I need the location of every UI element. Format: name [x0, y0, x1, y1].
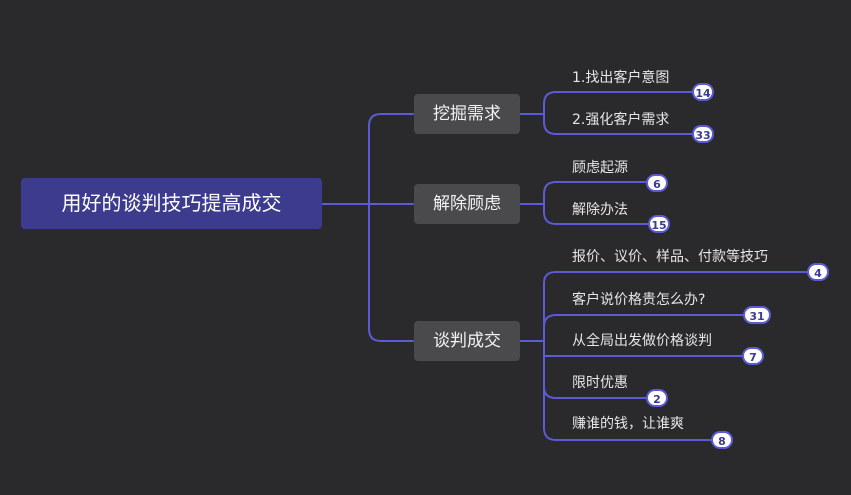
- subtopic-label[interactable]: 客户说价格贵怎么办?: [572, 292, 706, 308]
- count-badge[interactable]: 14: [692, 83, 714, 101]
- branch-topic-dig-needs[interactable]: 挖掘需求: [414, 94, 520, 134]
- subtopic-label[interactable]: 2.强化客户需求: [572, 112, 670, 128]
- connector-b3-c1: [543, 271, 819, 342]
- connector-b3-c5: [543, 340, 723, 441]
- connector-b1-c2: [543, 113, 706, 135]
- branch-topic-close-deal[interactable]: 谈判成交: [414, 321, 520, 361]
- connector-trunk: [368, 113, 414, 342]
- count-badge[interactable]: 4: [807, 263, 829, 281]
- count-badge[interactable]: 6: [646, 174, 668, 192]
- count-badge[interactable]: 8: [711, 431, 733, 449]
- count-badge[interactable]: 2: [646, 389, 668, 407]
- branch-topic-resolve-concerns[interactable]: 解除顾虑: [414, 184, 520, 224]
- subtopic-label[interactable]: 限时优惠: [572, 375, 628, 391]
- count-badge[interactable]: 15: [648, 215, 670, 233]
- connector-b2-c1: [543, 181, 658, 205]
- count-badge[interactable]: 31: [743, 306, 771, 324]
- subtopic-label[interactable]: 1.找出客户意图: [572, 70, 670, 86]
- count-badge[interactable]: 7: [742, 347, 764, 365]
- subtopic-label[interactable]: 赚谁的钱，让谁爽: [572, 416, 684, 432]
- connector-b2-c2: [543, 203, 660, 225]
- subtopic-label[interactable]: 从全局出发做价格谈判: [572, 333, 712, 349]
- connector-b3-c2: [543, 314, 758, 342]
- subtopic-label[interactable]: 解除办法: [572, 202, 628, 218]
- subtopic-label[interactable]: 顾虑起源: [572, 160, 628, 176]
- subtopic-label[interactable]: 报价、议价、样品、付款等技巧: [572, 249, 768, 265]
- root-topic[interactable]: 用好的谈判技巧提高成交: [21, 178, 322, 229]
- count-badge[interactable]: 33: [692, 125, 714, 143]
- connector-b1-c1: [543, 91, 706, 115]
